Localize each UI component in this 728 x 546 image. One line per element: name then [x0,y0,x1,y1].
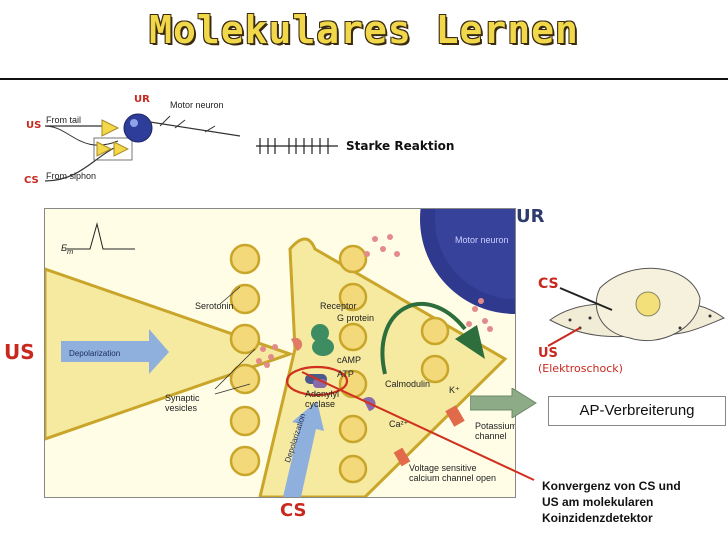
ur-big-label: UR [516,206,545,227]
em-label: Em [61,243,73,256]
main-motor-neuron-label: Motor neuron [455,235,509,245]
k-plus-label: K⁺ [449,385,460,395]
serotonin-label: Serotonin [195,301,234,311]
g-protein-label: G protein [337,313,375,323]
us-right-label: US [538,346,558,361]
ap-verbreiterung-box: AP-Verbreiterung [548,396,726,426]
receptor-label: Receptor [320,301,357,311]
from-siphon-label: From siphon [46,171,97,181]
top-motor-neuron-label: Motor neuron [170,100,224,110]
top-us-label: US [26,120,42,131]
depolarization-left-label: Depolarization [69,349,121,358]
from-tail-label: From tail [46,115,82,125]
top-cs-label: CS [24,175,39,186]
title-divider [0,78,728,80]
aplysia-illustration [547,267,726,347]
konvergenz-text: Konvergenz von CS und US am molekularen … [542,479,681,525]
page-title: Molekulares Lernen [149,8,579,52]
synapse-diagram: Em Motor neuron Serotonin Receptor G pro… [44,208,516,498]
starke-reaktion-label: Starke Reaktion [346,139,455,153]
green-arrow [470,388,537,418]
synaptic-vesicles-label: Synaptic vesicles [165,393,200,413]
top-ur-label: UR [134,94,150,105]
circuit-diagram [44,113,338,182]
camp-label: cAMP [337,355,362,365]
voltage-channel-label: Voltage sensitive calcium channel open [409,463,497,483]
calmodulin-label: Calmodulin [385,379,431,389]
cs-bottom-label: CS [280,500,307,521]
em-subscript: m [67,246,74,256]
red-connector [301,371,535,481]
elektroschock-label: (Elektroschock) [538,362,623,375]
potassium-channel-label: Potassium channel [475,421,516,441]
cs-right-label: CS [538,276,559,292]
adenylyl-cyclase-label: Adenylyl cyclase [305,389,340,409]
atp-label: ATP [337,369,354,379]
em-text: E [61,243,68,253]
ca-label: Ca²⁺ [389,419,409,429]
us-big-label: US [4,340,35,364]
